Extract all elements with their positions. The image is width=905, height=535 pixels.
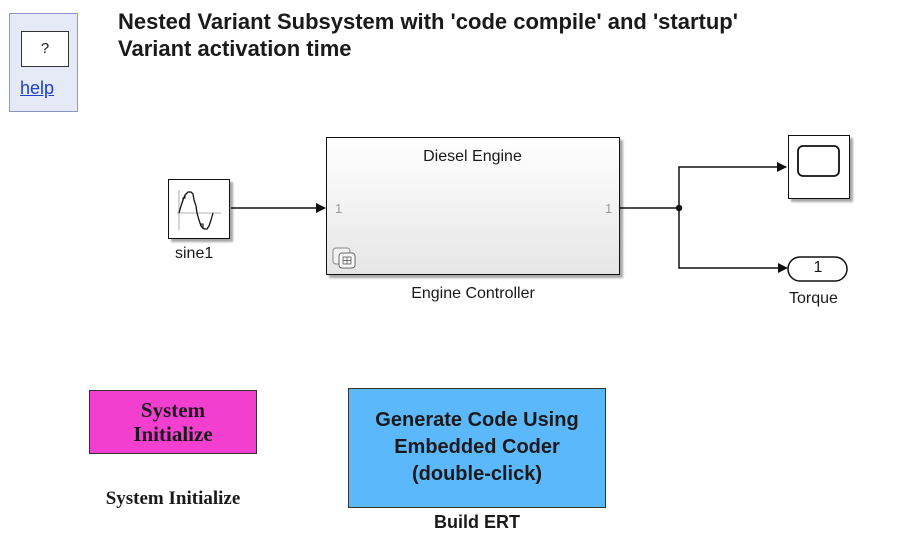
sine-block-label: sine1 — [175, 245, 214, 262]
branch-to-scope-line — [678, 162, 787, 208]
scope-block[interactable] — [788, 135, 850, 199]
variant-subsystem-icon — [331, 246, 357, 270]
help-question-icon: ? — [21, 31, 69, 67]
help-block[interactable]: ? help — [9, 13, 78, 112]
help-link[interactable]: help — [20, 78, 55, 98]
system-initialize-line2: Initialize — [133, 422, 213, 446]
build-ert-caption: Build ERT — [434, 512, 520, 532]
torque-label: Torque — [789, 290, 838, 307]
build-ert-line1: Generate Code Using — [375, 409, 579, 431]
engine-in-port-number: 1 — [335, 201, 343, 216]
build-ert-button[interactable]: Generate Code Using Embedded Coder (doub… — [348, 388, 606, 508]
branch-to-outport-line — [678, 208, 788, 273]
scope-screen-icon — [797, 145, 840, 177]
system-initialize-caption: System Initialize — [105, 488, 241, 509]
build-ert-line3: (double-click) — [411, 463, 542, 485]
engine-controller-block[interactable]: Diesel Engine 1 1 — [326, 137, 620, 275]
title-line-1: Nested Variant Subsystem with 'code comp… — [118, 9, 738, 34]
engine-controller-label: Engine Controller — [411, 285, 535, 302]
build-ert-line2: Embedded Coder — [394, 436, 560, 458]
sine-block[interactable] — [168, 179, 230, 239]
title-line-2: Variant activation time — [118, 36, 352, 61]
diagram-title: Nested Variant Subsystem with 'code comp… — [118, 8, 898, 62]
branch-point — [675, 204, 683, 212]
engine-inner-title: Diesel Engine — [423, 148, 522, 165]
system-initialize-line1: System — [140, 398, 206, 422]
outport-number: 1 — [813, 259, 823, 276]
system-initialize-button[interactable]: System Initialize — [89, 390, 257, 454]
engine-out-port-number: 1 — [605, 201, 613, 216]
torque-outport-block[interactable]: 1 — [787, 255, 849, 283]
sine-wave-icon — [177, 190, 221, 230]
